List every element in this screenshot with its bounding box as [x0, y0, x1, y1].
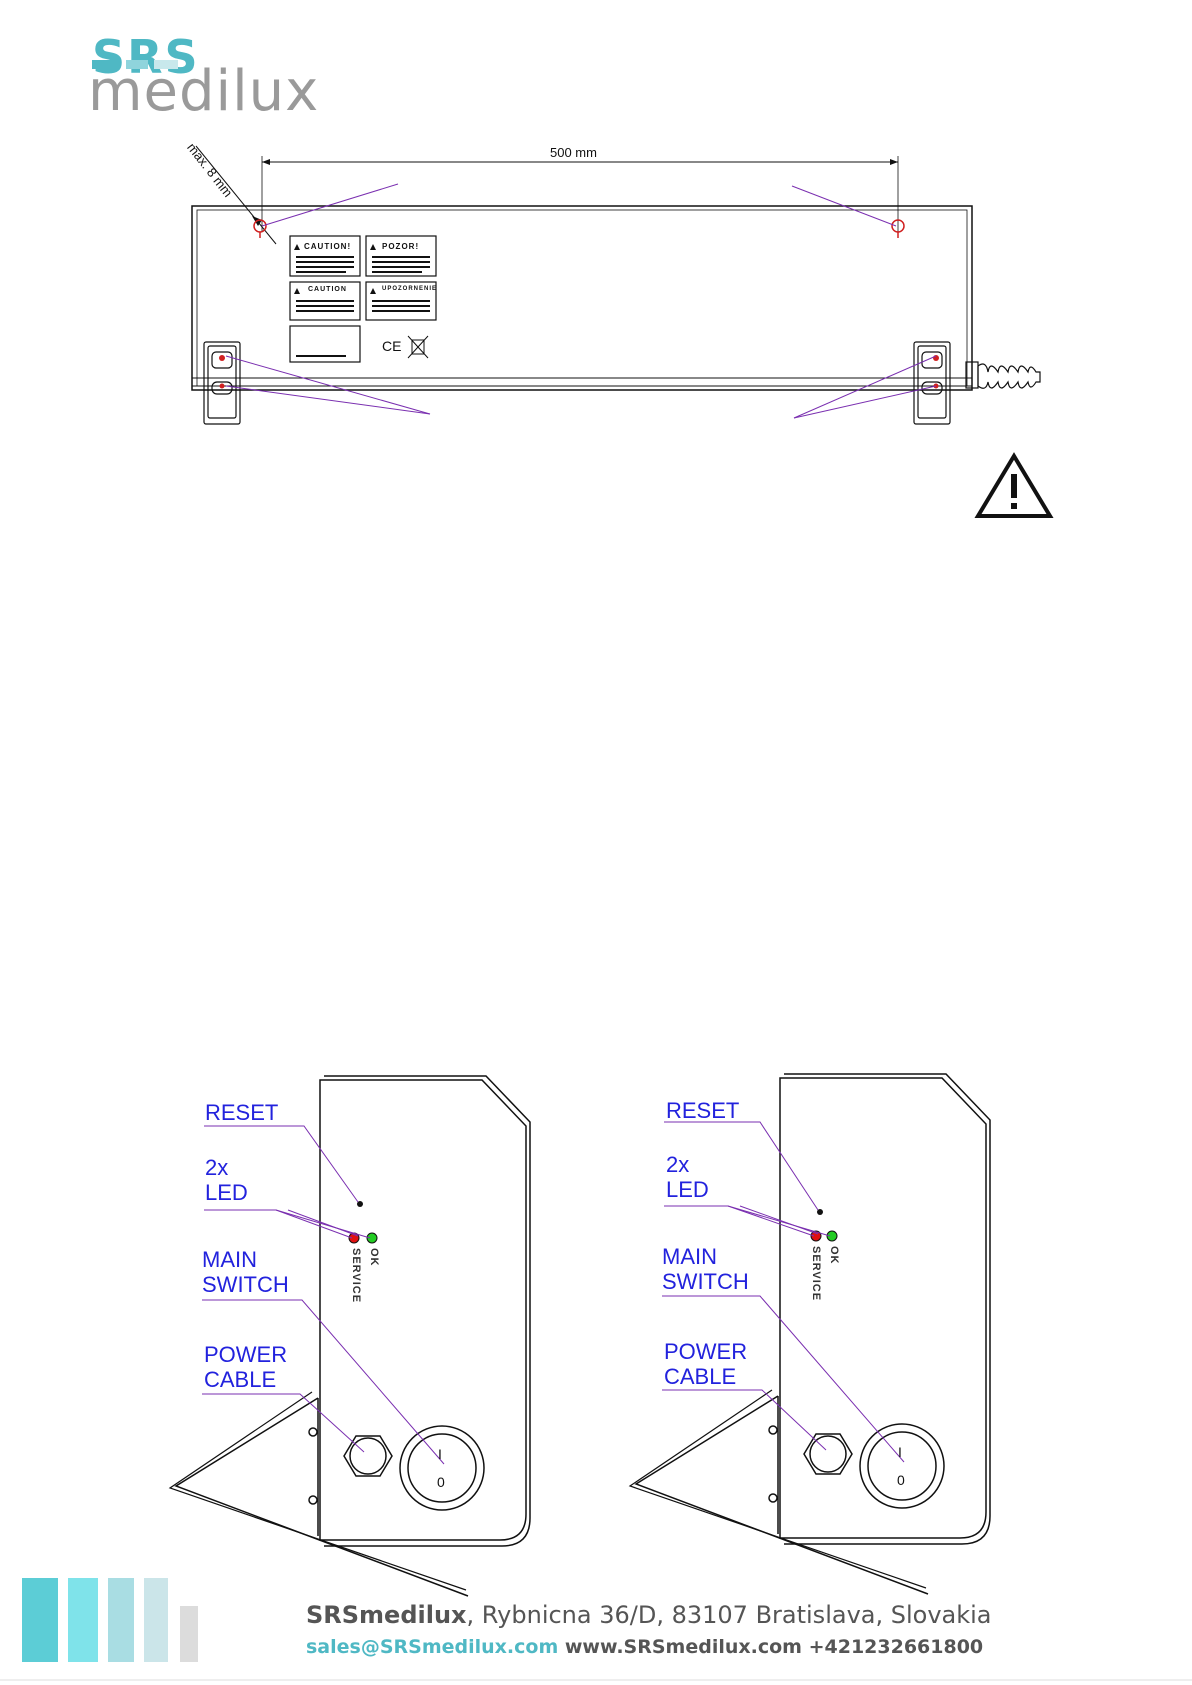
bracket-left [204, 342, 240, 424]
ok-text-right: OK [828, 1246, 840, 1265]
switch-on-left: I [438, 1446, 442, 1462]
bracket-right [914, 342, 950, 424]
switch-on-right: I [898, 1444, 902, 1460]
led-label-right: 2x LED [666, 1152, 709, 1202]
reset-label-left: RESET [205, 1100, 278, 1125]
width-dimension: 500 mm [550, 145, 597, 160]
footer-address-text: , Rybnicna 36/D, 83107 Bratislava, Slova… [467, 1601, 992, 1629]
led-label-left: 2x LED [205, 1155, 248, 1205]
footer-address: SRSmedilux, Rybnicna 36/D, 83107 Bratisl… [306, 1601, 992, 1629]
warning-triangle-icon [978, 456, 1050, 516]
power-cable-label-left: POWER CABLE [204, 1342, 287, 1392]
ce-mark: CE [382, 338, 401, 354]
switch-off-right: 0 [897, 1472, 905, 1488]
caution-label: CAUTION! [304, 242, 351, 251]
cable-gland [966, 362, 1040, 388]
footer-web-phone: www.SRSmedilux.com +421232661800 [558, 1636, 983, 1658]
main-switch-label-right: MAIN SWITCH [662, 1244, 749, 1294]
caution2-label: CAUTION [308, 286, 347, 293]
footer-bars [22, 1578, 198, 1662]
footer-contact: sales@SRSmedilux.com www.SRSmedilux.com … [306, 1636, 983, 1658]
footer-email[interactable]: sales@SRSmedilux.com [306, 1636, 558, 1658]
weee-bin-icon [408, 336, 428, 358]
side-view-left [170, 1076, 530, 1596]
footer-company: SRSmedilux [306, 1601, 467, 1629]
pozor-label: POZOR! [382, 242, 419, 251]
power-cable-label-right: POWER CABLE [664, 1339, 747, 1389]
reset-label-right: RESET [666, 1098, 739, 1123]
ok-text-left: OK [368, 1248, 380, 1267]
main-switch-label-left: MAIN SWITCH [202, 1247, 289, 1297]
service-text-right: SERVICE [810, 1246, 822, 1301]
service-text-left: SERVICE [350, 1248, 362, 1303]
upozornenie-label: UPOZORNENIE [382, 286, 437, 292]
switch-off-left: 0 [437, 1474, 445, 1490]
